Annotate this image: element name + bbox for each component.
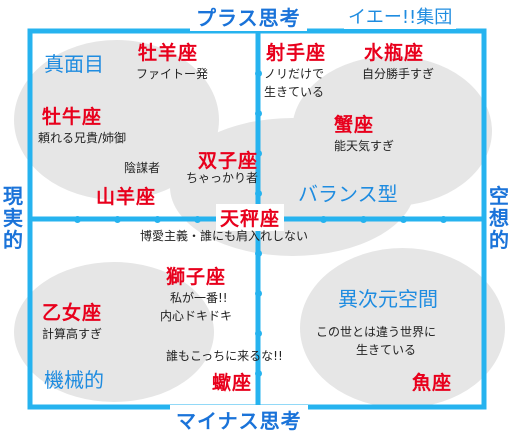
axis-top-label: プラス思考 [190, 2, 307, 31]
sign-scorpio: 蠍座 [212, 372, 253, 394]
sign-taurus-desc: 頼れる兄貴/姉御 [38, 131, 127, 145]
quadrant-bottom-left-title: 機械的 [44, 368, 104, 392]
axis-dot [255, 290, 262, 297]
sign-leo-desc-2: 内心ドキドキ [160, 309, 233, 323]
sign-gemini: 双子座 [198, 150, 259, 172]
sign-virgo: 乙女座 [42, 302, 103, 324]
quadrant-bottom-right-title: 異次元空間 [338, 287, 438, 311]
sign-pisces: 魚座 [412, 372, 453, 394]
axis-dot [255, 330, 262, 337]
axis-dot [74, 216, 81, 223]
axis-dot [255, 70, 262, 77]
axis-dot [255, 190, 262, 197]
sign-sagittarius-desc-2: 生きている [264, 85, 325, 99]
sign-libra-desc: 博愛主義・誰にも肩入れしない [140, 229, 309, 243]
group-label: イエー!!集団 [344, 3, 457, 29]
sign-taurus: 牡牛座 [42, 106, 103, 128]
axis-right-label: 空想的 [488, 184, 510, 252]
sign-virgo-desc: 計算高すぎ [42, 327, 103, 341]
blob-bottom-left [14, 262, 214, 402]
axis-dot [255, 110, 262, 117]
sign-sagittarius: 射手座 [266, 42, 327, 64]
sign-pisces-desc-2: 生きている [356, 343, 417, 357]
axis-left-label: 現実的 [2, 184, 24, 252]
sign-aquarius: 水瓶座 [364, 42, 425, 64]
sign-pisces-desc-1: この世とは違う世界に [316, 325, 437, 339]
sign-cancer: 蟹座 [334, 114, 375, 136]
axis-dot [400, 216, 407, 223]
sign-aries-desc: ファイトー発 [136, 67, 209, 81]
axis-dot [255, 370, 262, 377]
axis-dot [360, 216, 367, 223]
sign-cancer-desc: 能天気すぎ [334, 139, 395, 153]
sign-leo: 獅子座 [166, 266, 227, 288]
sign-sagittarius-desc-1: ノリだけで [264, 67, 325, 81]
sign-capricorn: 山羊座 [96, 186, 157, 208]
quadrant-center-title: バランス型 [298, 182, 398, 206]
axis-dot [440, 216, 447, 223]
axis-bottom-label: マイナス思考 [170, 405, 308, 434]
quadrant-top-left-title: 真面目 [44, 52, 104, 76]
axis-dot [194, 216, 201, 223]
axis-dot [154, 216, 161, 223]
blob-center [170, 118, 415, 256]
sign-leo-desc-1: 私が一番!! [170, 291, 228, 305]
axis-dot [255, 250, 262, 257]
axis-dot [320, 216, 327, 223]
sign-capricorn-desc: 陰謀者 [124, 161, 161, 175]
blob-bottom-right [300, 248, 505, 408]
sign-aries: 牡羊座 [138, 42, 199, 64]
sign-gemini-desc: ちゃっかり者 [186, 171, 259, 185]
axis-dot [114, 216, 121, 223]
sign-aquarius-desc: 自分勝手すぎ [362, 67, 435, 81]
sign-libra: 天秤座 [216, 204, 285, 231]
axis-dot [255, 150, 262, 157]
sign-scorpio-desc: 誰もこっちに来るな!! [166, 349, 283, 363]
